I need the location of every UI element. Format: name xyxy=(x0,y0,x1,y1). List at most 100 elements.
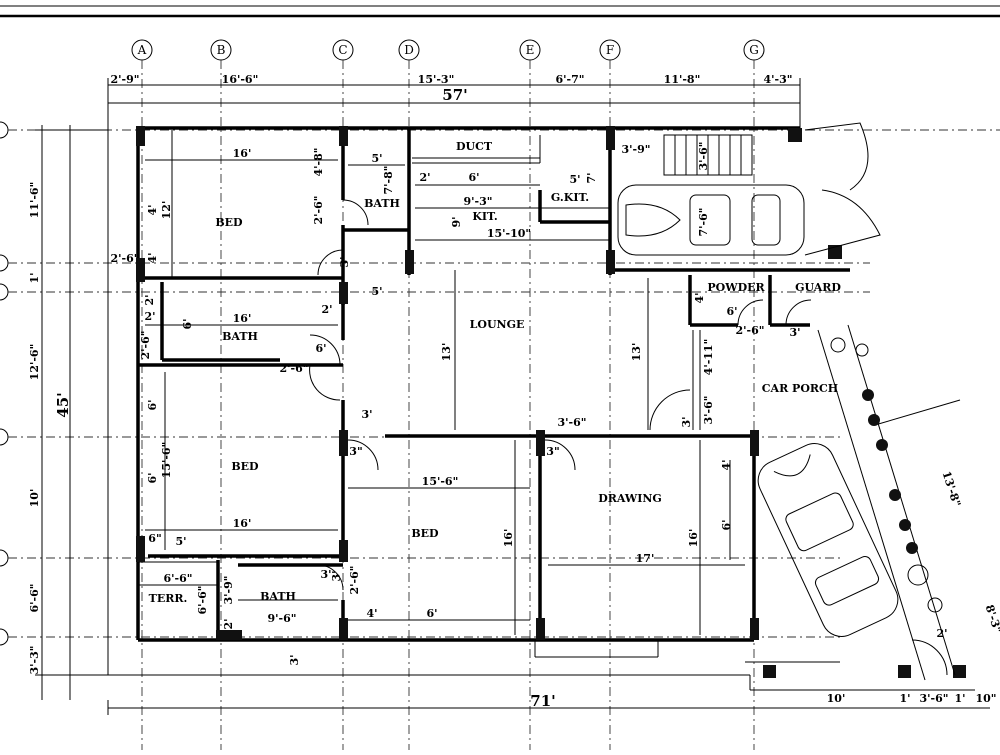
dim-bath2-a: 2' xyxy=(144,310,155,323)
top-dim-6: 4'-3" xyxy=(764,73,793,86)
car-porch-vehicle xyxy=(757,443,899,637)
dim-duct-a: 2' xyxy=(419,171,430,184)
bottom-dim-3: 3'-6" xyxy=(920,692,949,705)
room-label-gkit: G.KIT. xyxy=(551,191,589,204)
dim-bed2-door2: 3" xyxy=(349,445,362,458)
overall-width-bottom: 71' xyxy=(530,692,555,710)
door-swings xyxy=(309,122,948,676)
dim-bottom-a: 4' xyxy=(366,607,377,620)
staircase xyxy=(663,134,753,176)
grid-label-d: D xyxy=(404,43,414,57)
room-label-bed-3: BED xyxy=(411,527,439,540)
dim-porch-end: 8'-3" xyxy=(983,603,1000,635)
dim-lounge-h: 13' xyxy=(440,343,453,362)
dim-lounge-h2: 13' xyxy=(630,343,643,362)
dim-bed1-w: 16' xyxy=(233,147,252,160)
dim-drawing-door2: 3" xyxy=(546,445,559,458)
dim-lounge-door2: 3'-6" xyxy=(702,396,715,425)
dim-lounge-door: 4'-11" xyxy=(702,339,715,376)
left-dim-1: 11'-6" xyxy=(28,182,41,219)
room-label-duct: DUCT xyxy=(456,140,493,153)
dim-stair-h: 3'-6" xyxy=(697,142,710,171)
room-label-bath-1: BATH xyxy=(364,197,400,210)
dim-bath2-b: 2'-6" xyxy=(139,331,152,360)
dim-five: 5' xyxy=(371,285,382,298)
columns xyxy=(136,126,966,678)
dim-powder-door2: 3' xyxy=(789,326,800,339)
dim-bed1-c: 2'-6" xyxy=(111,252,140,265)
dim-powder-h: 4' xyxy=(693,292,706,303)
dim-terr-h: 6'-6" xyxy=(196,586,209,615)
left-dimensions: 11'-6" 1' 12'-6" 10' 6'-6" 3'-3" 45' xyxy=(28,125,108,700)
room-dimensions: 16' 12' 4' 4' 2'-6" 4'-8" 5' 7'-8" 2'-6"… xyxy=(111,142,1000,666)
dim-stair: 3'-9" xyxy=(622,143,651,156)
dim-bath2-door: 2'-6" xyxy=(280,362,309,375)
bottom-dim-2: 1' xyxy=(899,692,910,705)
overall-depth: 45' xyxy=(54,392,72,417)
dim-bath1-w: 5' xyxy=(371,152,382,165)
bottom-dim-5: 10" xyxy=(975,692,996,705)
bottom-dimensions: 71' 10' 1' 3'-6" 1' 10" xyxy=(107,689,997,715)
dim-bed2-b: 6' xyxy=(146,472,159,483)
dim-bed1-h: 12' xyxy=(160,201,173,220)
car-top xyxy=(617,184,805,256)
dim-drawing-h: 16' xyxy=(687,529,700,548)
dim-bath2-d: 2' xyxy=(143,294,156,305)
dim-terr-a: 6" xyxy=(148,532,161,545)
dim-bottom-b: 6' xyxy=(426,607,437,620)
left-dim-6: 3'-3" xyxy=(28,646,41,675)
dim-bath1-sm: 3' xyxy=(338,256,351,267)
dim-drawing-door: 3'-6" xyxy=(558,416,587,429)
room-label-lounge: LOUNGE xyxy=(470,318,525,331)
dim-bed3-door: 3' xyxy=(330,570,343,581)
dim-porch-len: 13'-8" xyxy=(939,469,963,508)
dim-bed2-door: 3' xyxy=(361,408,372,421)
dim-bed1-b: 4' xyxy=(146,252,159,263)
grid-label-c: C xyxy=(338,43,347,57)
dim-drawing-b: 6' xyxy=(720,519,733,530)
grid-label-a: A xyxy=(137,43,147,57)
walls xyxy=(136,126,850,642)
dim-bath2-c: 6' xyxy=(315,342,326,355)
left-dim-2: 1' xyxy=(28,272,41,283)
dim-bed2-a: 6' xyxy=(146,399,159,410)
dim-bath2-w: 16' xyxy=(233,312,252,325)
grid-label-f: F xyxy=(606,43,614,57)
left-dim-4: 10' xyxy=(28,489,41,508)
dim-bath2-h: 6' xyxy=(181,318,194,329)
dim-bed3-h: 16' xyxy=(502,529,515,548)
room-label-powder: POWDER xyxy=(707,281,765,294)
room-labels: BED BATH DUCT KIT. G.KIT. LOUNGE BATH BE… xyxy=(149,140,842,605)
grid-label-g: G xyxy=(749,43,759,57)
dim-bed1-d: 4'-8" xyxy=(312,148,325,177)
dim-drawing-w: 17' xyxy=(636,552,655,565)
dim-terr-b: 5' xyxy=(175,535,186,548)
dim-bath1-h: 7'-8" xyxy=(382,166,395,195)
room-label-bed-2: BED xyxy=(231,460,259,473)
dim-terr-w: 6'-6" xyxy=(164,572,193,585)
left-dim-3: 12'-6" xyxy=(28,344,41,381)
dim-bed2-h: 15'-6" xyxy=(160,442,173,479)
dim-kit-w: 9'-3" xyxy=(464,195,493,208)
left-dim-5: 6'-6" xyxy=(28,584,41,613)
dim-bath3-door: 3' xyxy=(320,568,331,581)
dim-bottom-c: 3' xyxy=(288,654,301,665)
top-dim-4: 6'-7" xyxy=(556,73,585,86)
dim-duct-b: 6' xyxy=(468,171,479,184)
top-dim-1: 2'-9" xyxy=(111,73,140,86)
grid-label-b: B xyxy=(217,43,226,57)
room-label-car-porch: CAR PORCH xyxy=(762,382,838,395)
dim-porch-gate: 2' xyxy=(936,627,947,640)
top-dim-3: 15'-3" xyxy=(418,73,455,86)
dim-bath1-door: 2'-6" xyxy=(312,196,325,225)
dim-kit-w2: 15'-10" xyxy=(487,227,531,240)
bottom-dim-1: 10' xyxy=(827,692,846,705)
dim-bed1-a: 4' xyxy=(146,204,159,215)
dim-bed3-door2: 2'-6" xyxy=(348,566,361,595)
dim-bed2-w: 16' xyxy=(233,517,252,530)
dim-powder-door: 2'-6" xyxy=(736,324,765,337)
room-label-bath-2: BATH xyxy=(222,330,258,343)
bottom-dim-4: 1' xyxy=(954,692,965,705)
